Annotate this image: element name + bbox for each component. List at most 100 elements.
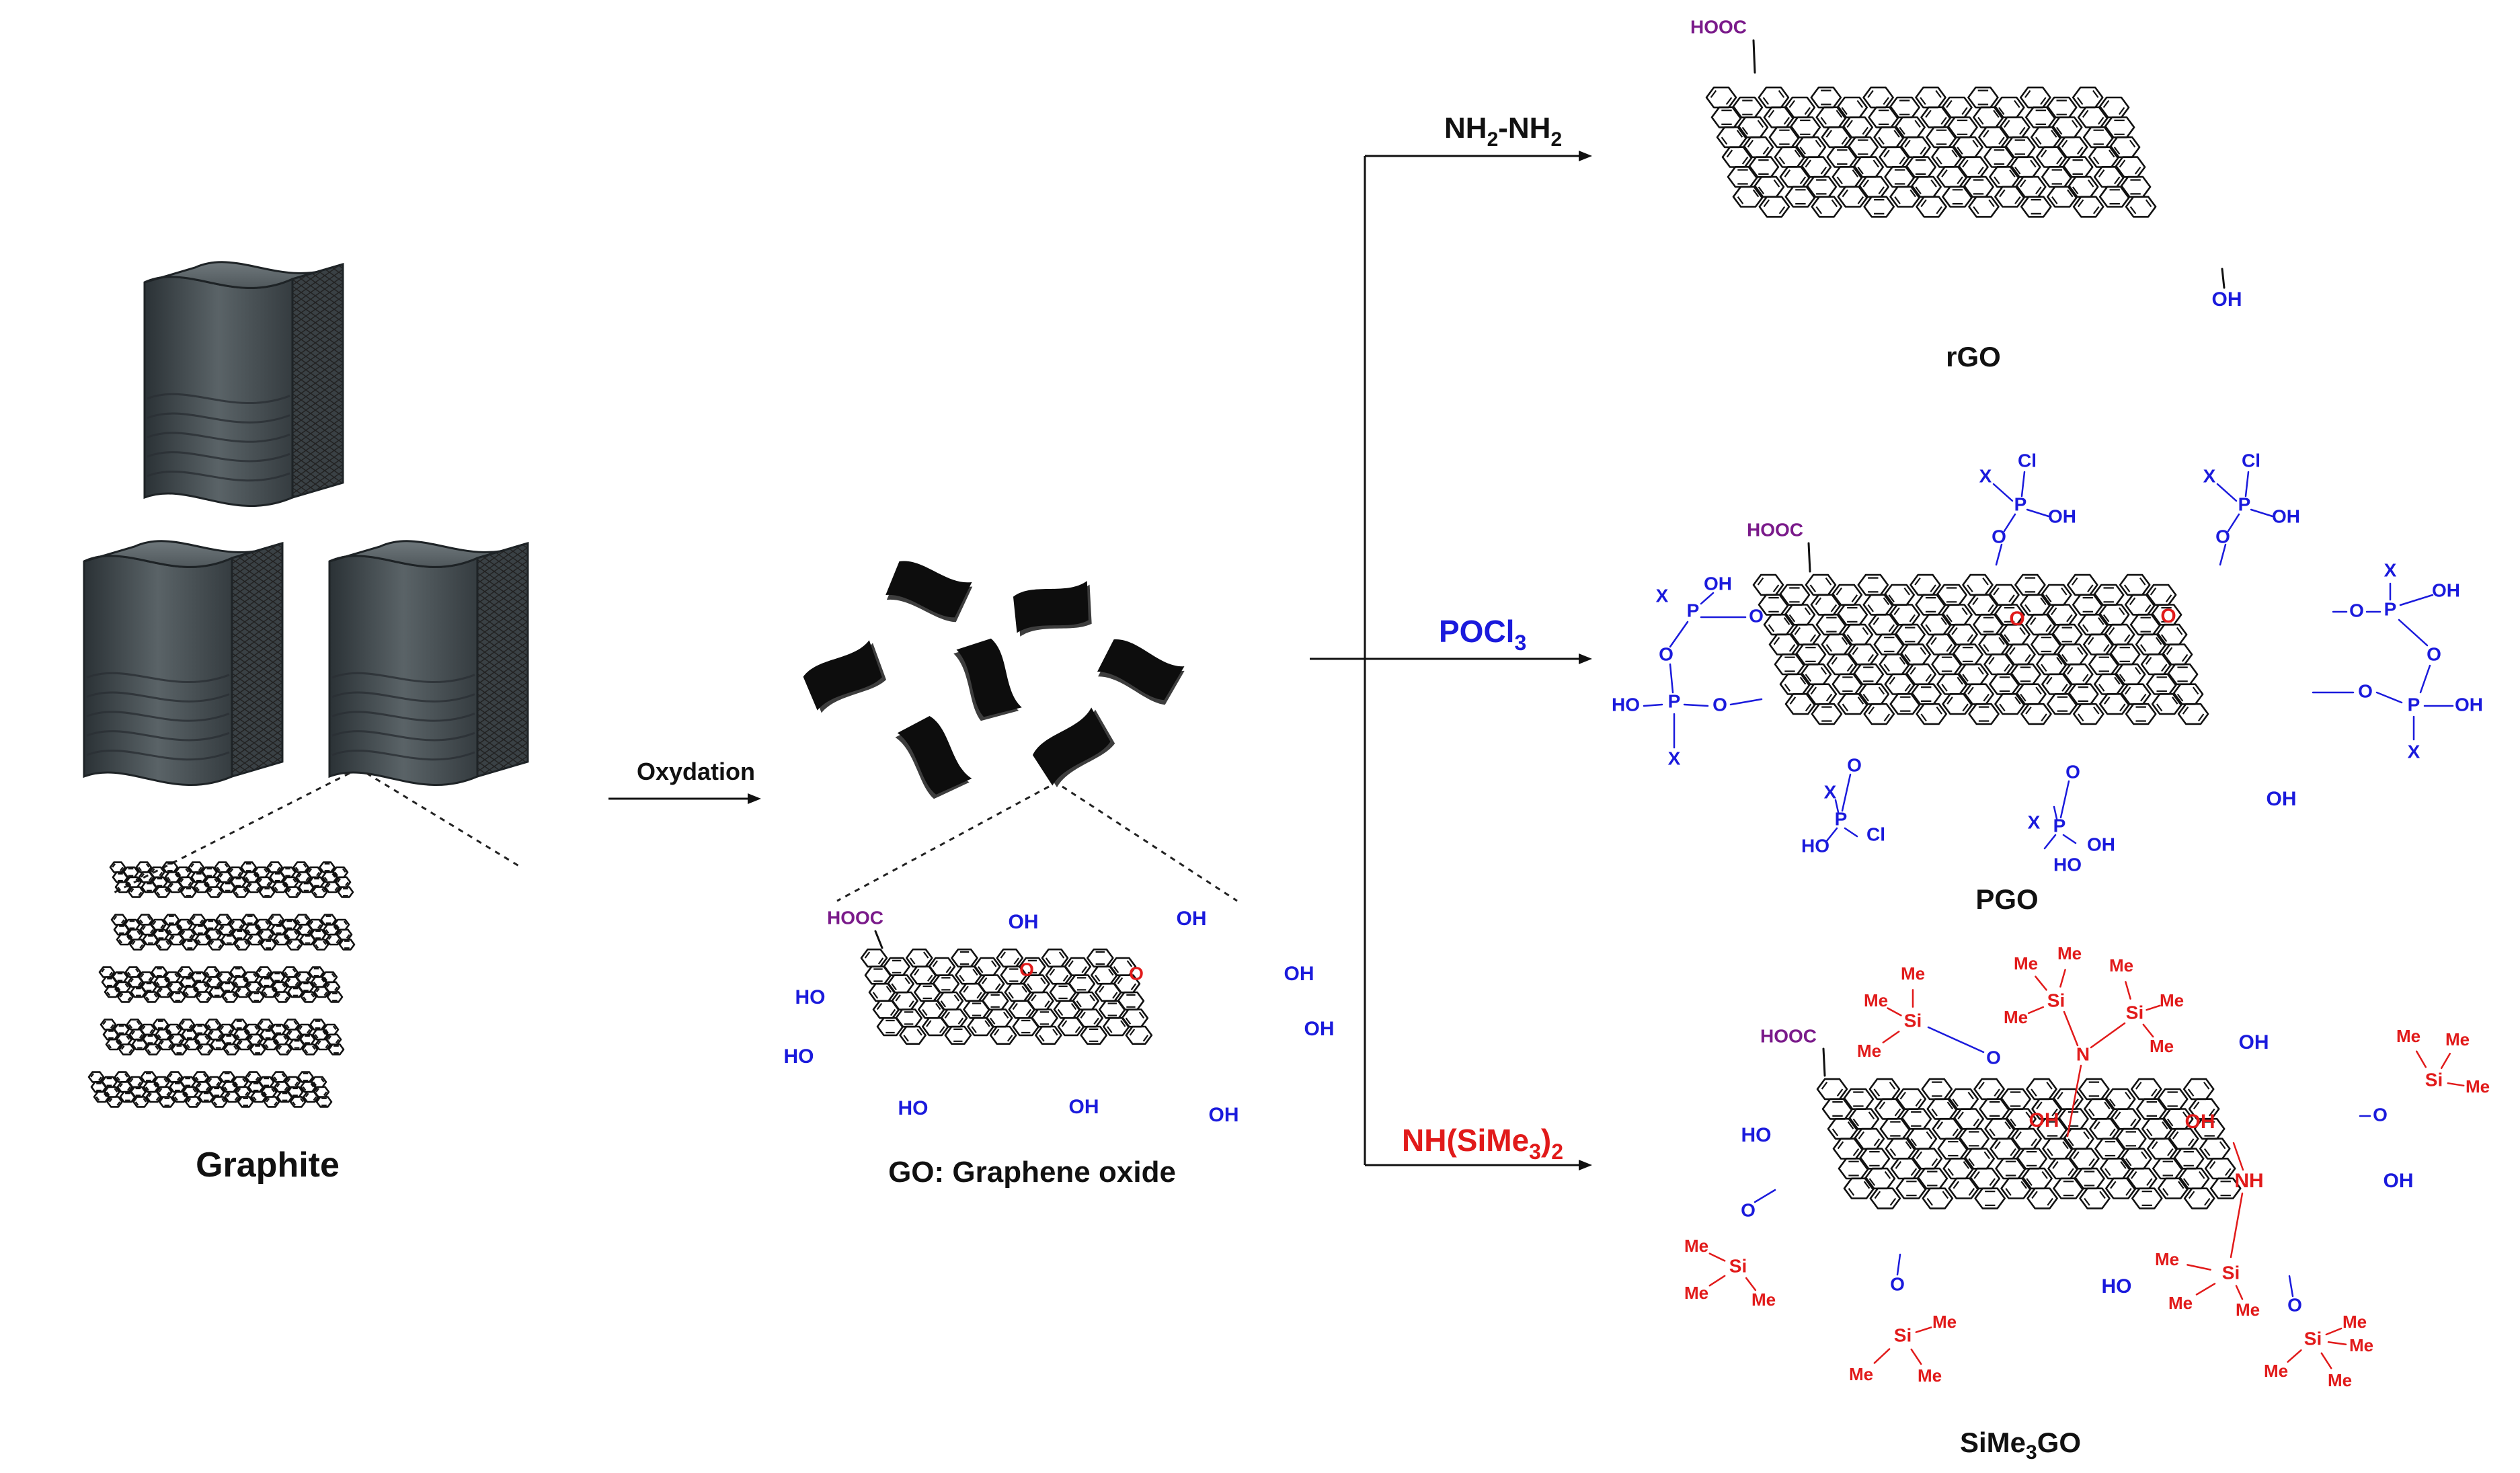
pgo-epoxide-1: O <box>2009 608 2024 630</box>
sime3go-n-bond-1 <box>2063 1010 2079 1047</box>
pgo-phosphate-bottom-2-bond <box>2062 834 2077 844</box>
sime3go-hooc-bond <box>1822 1047 1826 1077</box>
go-ho-bottom: HO <box>898 1097 929 1119</box>
sime3go-tms-right-me-1: Me <box>2396 1026 2420 1046</box>
sime3go-tms-nh-bond <box>2235 1285 2244 1300</box>
sime3go-tms-bottom-me-3: Me <box>1918 1365 1942 1386</box>
graphite-blocks <box>83 261 529 787</box>
sime3go-tms-bottom-right-o: O <box>2287 1294 2302 1315</box>
sime3go-tms-bottom-me-2: Me <box>1849 1364 1873 1384</box>
arrow-to-rgo <box>1365 151 1592 161</box>
graphite-layers <box>87 861 356 1108</box>
pgo-left-atom-1: OH <box>1704 573 1732 594</box>
go-oh-right-1: OH <box>1284 963 1314 985</box>
sime3go-tms-left-bond <box>1708 1275 1726 1287</box>
sime3go-tms-nh-me-1: Me <box>2155 1249 2179 1269</box>
pgo-right-bond <box>2398 619 2429 647</box>
pgo-phosphate-top-2-bond <box>2219 543 2227 566</box>
graphite-layer-3-rings <box>98 966 344 1003</box>
sime3go-label: SiMe3GO <box>1960 1427 2081 1464</box>
pgo-hooc: HOOC <box>1747 519 1803 540</box>
sime3go-n-bond-3 <box>2066 1064 2082 1138</box>
pgo-sheet <box>1752 573 2209 725</box>
go-epoxide-2: O <box>1129 963 1144 984</box>
graphite-layer-3 <box>98 966 344 1003</box>
graphite-layer-5-rings <box>87 1071 333 1108</box>
pgo-phosphate-top-2-cl: Cl <box>2242 450 2260 471</box>
pgo-phosphate-top-2-x: X <box>2203 465 2216 486</box>
pgo-phosphate-bottom-1-bond <box>1834 799 1840 813</box>
pgo-left-atom-6: P <box>1668 690 1681 711</box>
go-ho-left-1: HO <box>795 986 826 1008</box>
arrow-to-sime3go <box>1365 1160 1592 1170</box>
sime3go-tms-bottom-right-bond <box>2327 1341 2347 1346</box>
pgo-left-bond <box>1729 698 1763 706</box>
pgo-left-atom-8: O <box>1712 694 1727 715</box>
sime3go-tms-nh-bond <box>2195 1283 2216 1296</box>
sime3go-tms-3-bond <box>2125 981 2131 1000</box>
sime3go-graphene <box>1816 1078 2242 1209</box>
pgo-phosphate-bottom-1-p: P <box>1835 808 1848 829</box>
pgo-left-atom-7: HO <box>1612 694 1640 715</box>
graphite-layer-5-double-bonds <box>90 1072 327 1107</box>
graphite-block-right-band <box>331 749 475 761</box>
go-flake-body <box>897 716 972 795</box>
rgo-oh-bond <box>2221 268 2226 289</box>
pgo-phosphate-top-2-o: O <box>2215 526 2230 547</box>
sime3go-n-bond-2 <box>2090 1022 2126 1049</box>
pgo-phosphate-top-1-o: O <box>1992 526 2006 547</box>
rgo-sheet <box>1705 86 2157 218</box>
pgo-phosphate-bottom-2-o: O <box>2065 761 2080 782</box>
graphite-block-left-side <box>231 541 284 779</box>
pgo-phosphate-top-1-bond <box>1992 483 2014 502</box>
sime3go-tms-1-link <box>1927 1026 1985 1053</box>
go-oh-top-2: OH <box>1177 908 1207 930</box>
graphite-block-right-band <box>331 711 475 722</box>
pgo-phosphate-bottom-2-bond <box>2043 834 2057 850</box>
pgo-label: PGO <box>1975 883 2038 915</box>
pgo-left-atom-2: X <box>1656 585 1669 606</box>
sime3go-tms-left-link <box>1754 1189 1776 1203</box>
rgo-graphene <box>1705 86 2157 218</box>
go-oh-bottom-2: OH <box>1209 1104 1239 1126</box>
sime3go-tms-bottom-right-bond <box>2325 1327 2342 1336</box>
pgo-right-atom-1: O <box>2349 600 2364 621</box>
sime3go-hooc: HOOC <box>1760 1025 1817 1046</box>
pgo-right-bond <box>2399 594 2434 606</box>
pgo-phosphate-top-1-bond <box>1995 543 2003 566</box>
pgo-graphene-rings <box>1752 573 2209 725</box>
sime3go-tms-left-o: O <box>1741 1199 1756 1220</box>
sime3go-tms-right-me-3: Me <box>2466 1076 2490 1097</box>
go-flake-4 <box>953 638 1022 721</box>
pgo-phosphate-top-1-bond <box>2020 471 2026 497</box>
graphite-block-left <box>83 540 284 787</box>
sime3go-oh-red-2: OH <box>2185 1111 2215 1133</box>
graphite-layer-2-rings <box>110 914 356 951</box>
graphite-layer-2 <box>110 914 356 951</box>
pgo-right-atom-6: O <box>2358 680 2373 701</box>
graphite-layer-4-double-bonds <box>102 1020 340 1054</box>
pgo-left-bond <box>1700 592 1715 605</box>
pgo-phosphate-top-1-cl: Cl <box>2018 450 2037 471</box>
graphite-block-left-band <box>86 749 230 761</box>
sime3go-tms-right-bond <box>2415 1050 2427 1068</box>
sime3go-tms-2-me-2: Me <box>2004 1007 2028 1027</box>
sime3go-tms-3-si: Si <box>2126 1002 2143 1023</box>
sime3go-tms-3-me-3: Me <box>2150 1036 2174 1056</box>
sime3go-tms-right-si: Si <box>2425 1069 2443 1090</box>
sime3go-tms-right-bond <box>2440 1052 2451 1070</box>
reagent-hydrazine: NH2-NH2 <box>1444 112 1562 151</box>
pgo-left-atom-9: X <box>1668 748 1681 768</box>
go-oh-bottom-1: OH <box>1069 1096 1099 1118</box>
pgo-epoxide-2: O <box>2160 605 2176 627</box>
go-flake-body <box>1097 639 1185 701</box>
